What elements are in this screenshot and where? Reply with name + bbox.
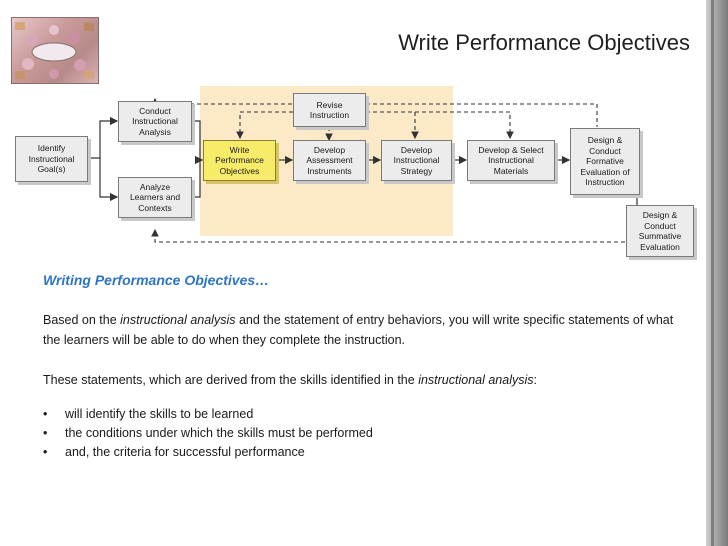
develop-strategy-box: Develop Instructional Strategy <box>381 140 452 181</box>
paragraph-2-lead: These statements, which are derived from… <box>43 373 419 387</box>
decorative-collage-icon <box>11 17 99 84</box>
paragraph-2: These statements, which are derived from… <box>43 370 693 390</box>
bullet-marker: • <box>43 445 48 459</box>
develop-assessment-box: Develop Assessment Instruments <box>293 140 366 181</box>
analyze-learners-box: Analyze Learners and Contexts <box>118 177 192 218</box>
right-edge-stripe <box>711 0 714 546</box>
bullet-marker: • <box>43 407 48 421</box>
identify-goals-box: Identify Instructional Goal(s) <box>15 136 88 182</box>
paragraph-1-lead: Based on the <box>43 313 121 327</box>
collage-illustration <box>15 22 94 79</box>
paragraph-2-tail: : <box>533 373 538 387</box>
list-item: • will identify the skills to be learned <box>43 405 373 424</box>
formative-evaluation-box: Design & Conduct Formative Evaluation of… <box>570 128 640 195</box>
list-item: • and, the criteria for successful perfor… <box>43 443 373 462</box>
develop-materials-box: Develop & Select Instructional Materials <box>467 140 555 181</box>
summative-evaluation-box: Design & Conduct Summative Evaluation <box>626 205 694 257</box>
list-item-text: will identify the skills to be learned <box>65 407 254 421</box>
section-heading: Writing Performance Objectives… <box>43 272 270 288</box>
paragraph-2-emphasis: instructional analysis <box>418 373 534 387</box>
right-edge-decoration <box>706 0 728 546</box>
paragraph-1: Based on the instructional analysis and … <box>43 310 693 350</box>
paragraph-1-tail: and the statement of entry behaviors, yo… <box>43 313 674 347</box>
criteria-list: •will identify the skills to be learned … <box>43 405 373 462</box>
list-item-text: the conditions under which the skills mu… <box>65 426 373 440</box>
list-item: • the conditions under which the skills m… <box>43 424 373 443</box>
paragraph-1-emphasis: instructional analysis <box>120 313 236 327</box>
slide-title: Write Performance Objectives <box>398 30 690 55</box>
list-item-text: and, the criteria for successful perform… <box>65 445 305 459</box>
write-objectives-box: Write Performance Objectives <box>203 140 276 181</box>
conduct-analysis-box: Conduct Instructional Analysis <box>118 101 192 142</box>
bullet-marker: • <box>43 426 48 440</box>
revise-instruction-box: Revise Instruction <box>293 93 366 127</box>
